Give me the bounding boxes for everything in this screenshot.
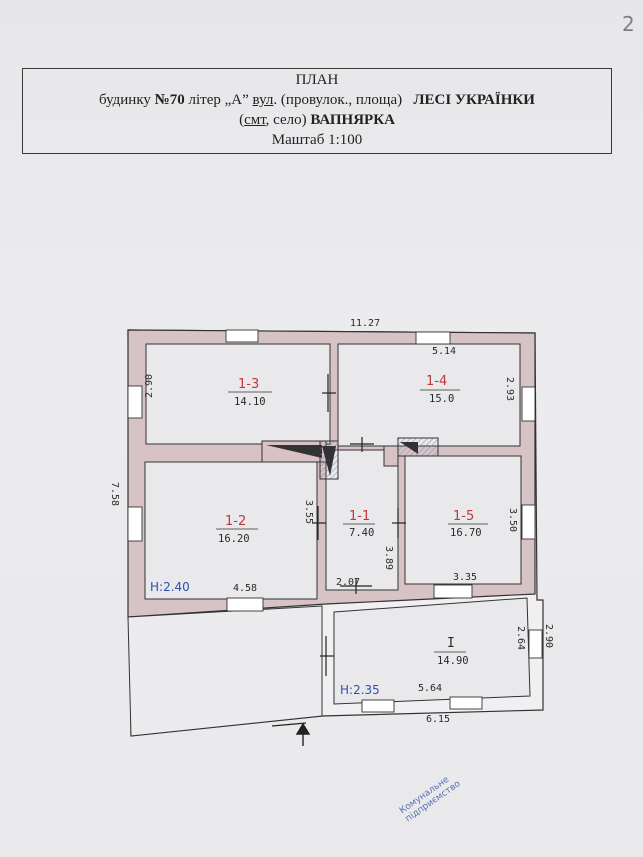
window <box>127 385 143 419</box>
dim-veranda-outer-depth: 2.90 <box>543 624 554 648</box>
room-1-2-area: 16.20 <box>218 533 250 545</box>
room-I-floor <box>333 597 531 705</box>
dim-room14-depth: 2.93 <box>504 377 515 401</box>
room-1-3-id: 1-3 <box>238 377 259 392</box>
entrance-arrow <box>295 722 311 746</box>
room-labels: 1-3 14.10 1-4 15.0 1-2 16.20 1-1 7.40 1-… <box>216 374 488 667</box>
dim-overall-depth: 7.58 <box>109 482 120 506</box>
window <box>433 584 473 599</box>
yard-area <box>127 605 323 737</box>
street-name: ЛЕСІ УКРАЇНКИ <box>413 92 535 108</box>
dim-room12-width: 4.58 <box>233 583 257 594</box>
dim-room14-width: 5.14 <box>432 346 456 357</box>
title-house-prefix: будинку <box>99 92 155 108</box>
title-house-number: №70 <box>154 92 185 108</box>
room-1-4-id: 1-4 <box>426 374 447 389</box>
title-street-abbr: вул <box>252 92 274 108</box>
dim-room12-depth: 3.55 <box>303 500 314 524</box>
room-1-1-id: 1-1 <box>349 509 370 524</box>
village-name: ВАПНЯРКА <box>310 112 395 128</box>
dim-veranda-outer-width: 6.15 <box>426 714 450 725</box>
room-1-4-area: 15.0 <box>429 393 454 405</box>
windows <box>127 329 543 713</box>
room-1-2-id: 1-2 <box>225 514 246 529</box>
page-number: 2 <box>622 12 635 36</box>
title-street-types: . (провулок., площа) <box>273 92 403 108</box>
window <box>521 504 536 540</box>
title-address-line: будинку №70 літер „А” вул. (провулок., п… <box>23 90 611 110</box>
stove-elements <box>261 437 439 480</box>
dim-overall-width: 11.27 <box>350 318 380 329</box>
room-I-area: 14.90 <box>437 655 469 667</box>
room-1-2-floor <box>144 461 318 600</box>
dim-room13-depth: 2.90 <box>144 374 155 398</box>
title-paren: ( <box>239 112 245 128</box>
title-scale: Маштаб 1:100 <box>271 132 363 148</box>
window <box>449 696 483 710</box>
room-I-id: I <box>447 636 455 651</box>
title-smt: смт <box>244 112 266 128</box>
dim-room11-width: 2.07 <box>336 577 360 588</box>
dim-veranda-depth: 2.64 <box>515 626 526 650</box>
window <box>521 386 536 422</box>
room-1-5-area: 16.70 <box>450 527 482 539</box>
height-veranda: H:2.35 <box>340 683 380 697</box>
title-locality-line: (смт, село) ВАПНЯРКА <box>23 110 611 130</box>
room-1-5-floor <box>404 455 522 585</box>
height-main: H:2.40 <box>150 580 190 594</box>
title-litera: літер „А” <box>184 92 253 108</box>
room-1-3-area: 14.10 <box>234 396 266 408</box>
room-1-3-floor <box>145 343 331 445</box>
dim-room11-depth: 3.89 <box>383 546 394 570</box>
room-fills <box>127 343 531 737</box>
window <box>127 506 143 542</box>
window <box>415 331 451 345</box>
room-1-4-floor <box>337 343 521 447</box>
title-block: ПЛАН будинку №70 літер „А” вул. (провуло… <box>22 68 612 154</box>
dimension-labels: 11.27 7.58 2.90 5.14 2.93 3.55 4.58 2.07… <box>109 318 554 725</box>
title-locality-types: , село) <box>265 112 311 128</box>
window <box>361 699 395 713</box>
window <box>226 597 264 612</box>
dim-room15-width: 3.35 <box>453 572 477 583</box>
room-1-5-id: 1-5 <box>453 509 474 524</box>
room-1-1-area: 7.40 <box>349 527 374 539</box>
window <box>528 629 543 659</box>
window <box>225 329 259 343</box>
doors <box>271 374 406 727</box>
dim-veranda-inner-width: 5.64 <box>418 683 442 694</box>
dim-room15-depth: 3.50 <box>507 508 518 532</box>
title-heading: ПЛАН <box>295 72 339 88</box>
